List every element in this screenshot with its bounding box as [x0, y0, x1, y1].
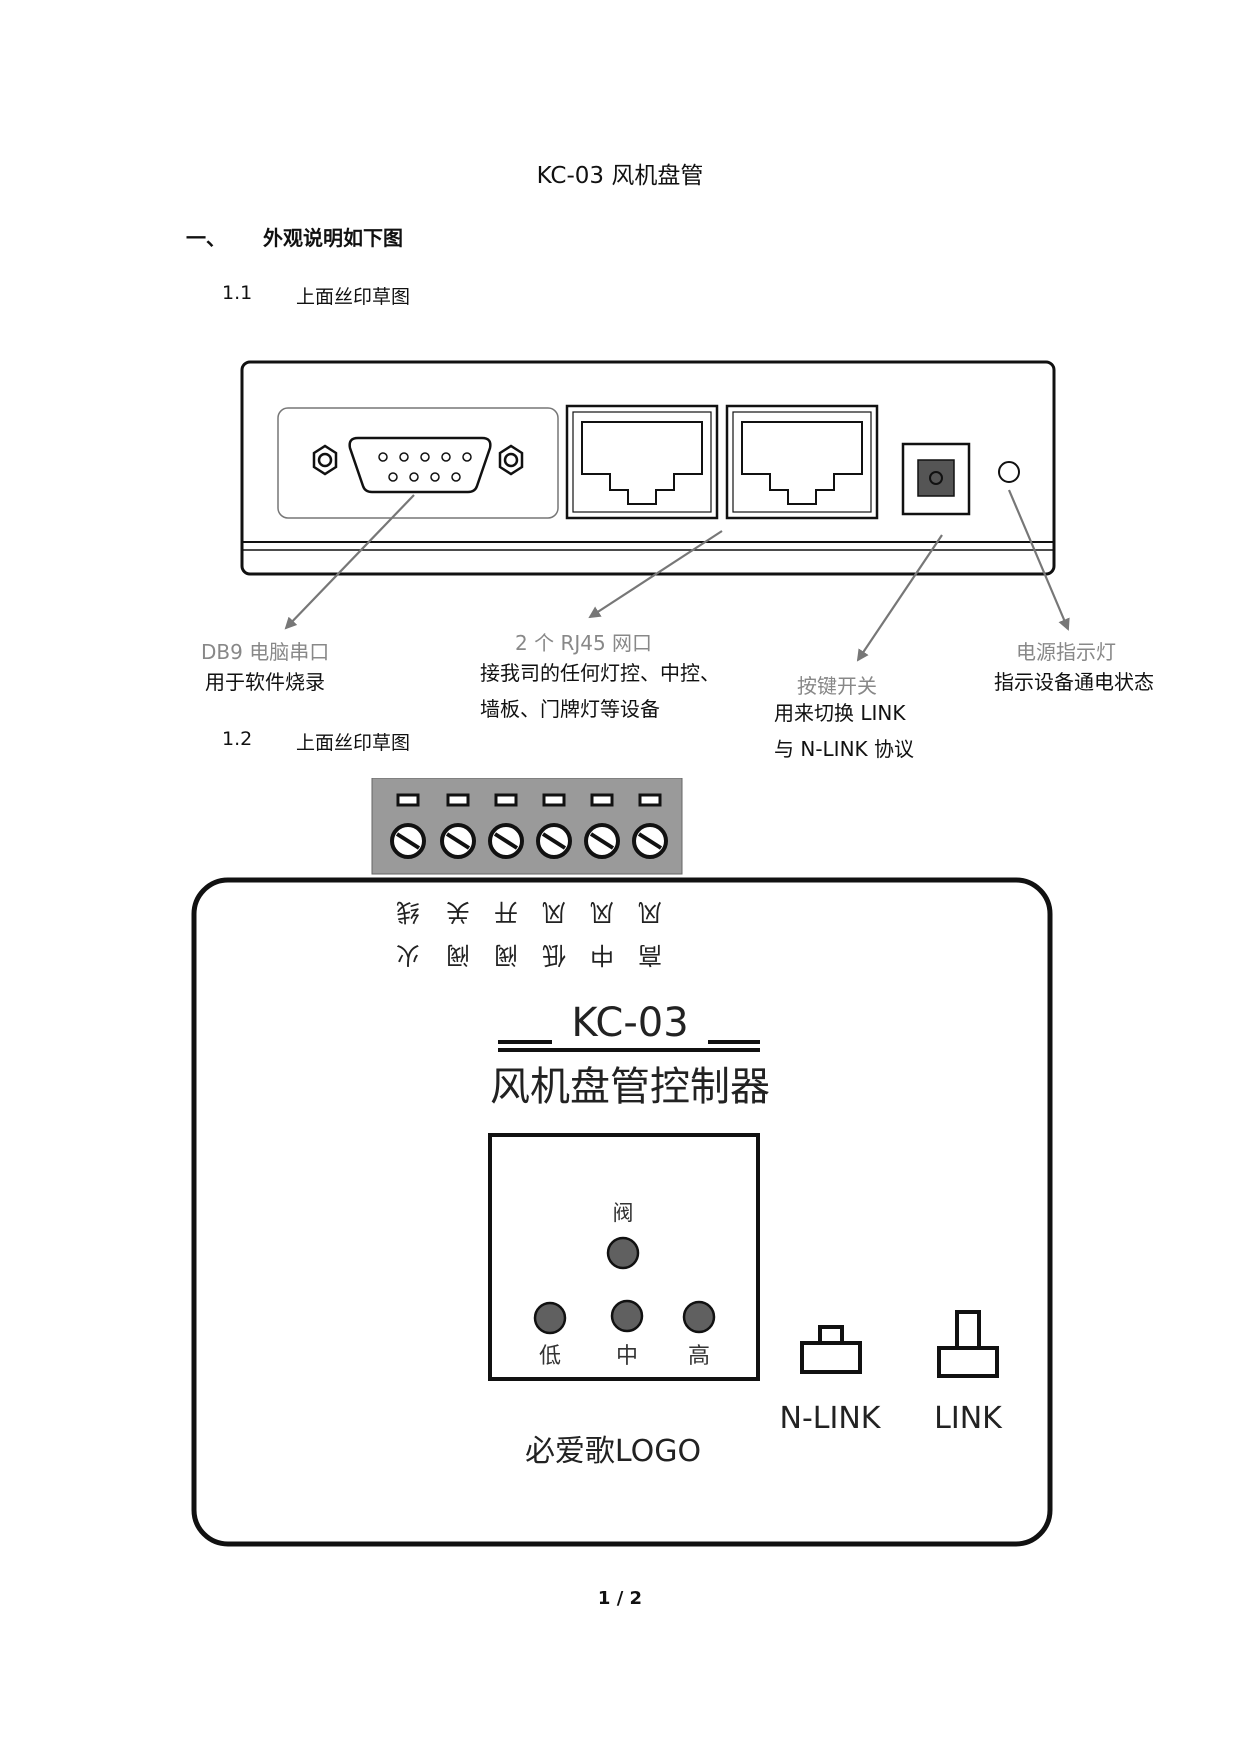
device-front-view	[240, 360, 1070, 662]
terminal-screw-icon	[536, 793, 572, 859]
led-mid-icon	[610, 1299, 644, 1333]
terminal-screw-icon	[440, 793, 476, 859]
button-callout-desc-2: 与 N-LINK 协议	[774, 737, 915, 761]
terminal-label-6-top: 风	[638, 898, 662, 926]
document-title: KC-03 风机盘管	[536, 163, 704, 189]
terminal-block	[371, 778, 683, 875]
rj45-callout-desc-1: 接我司的任何灯控、中控、	[480, 661, 720, 685]
led-high-label: 高	[688, 1344, 710, 1369]
power-led-icon	[998, 461, 1020, 483]
switch-nlink-label: N-LINK	[780, 1401, 882, 1436]
db9-port	[277, 407, 559, 519]
power-callout-title: 电源指示灯	[1016, 640, 1116, 664]
subsection-2-number: 1.2	[222, 728, 253, 750]
screw-right-icon	[498, 444, 524, 476]
led-low-label: 低	[539, 1344, 561, 1369]
terminal-label-4-top: 风	[542, 898, 566, 926]
push-button	[901, 442, 971, 516]
terminal-label-4-bottom: 低	[542, 941, 566, 969]
rj45-port-2	[725, 404, 879, 520]
screw-left-icon	[312, 444, 338, 476]
led-mid-label: 中	[616, 1344, 638, 1369]
terminal-screw-icon	[584, 793, 620, 859]
switch-link-label: LINK	[934, 1401, 1003, 1436]
terminal-label-1-top: 线	[396, 898, 420, 926]
callout-arrows	[284, 489, 1070, 662]
terminal-label-5-bottom: 中	[590, 941, 614, 969]
db9-callout-title: DB9 电脑串口	[201, 640, 330, 664]
terminal-label-1-bottom: 火	[396, 941, 420, 969]
terminal-screws-row	[390, 793, 668, 859]
terminal-screw-icon	[632, 793, 668, 859]
terminal-label-3-bottom: 阀	[494, 941, 518, 969]
button-callout-title: 按键开关	[797, 674, 877, 698]
button-callout-desc-1: 用来切换 LINK	[774, 701, 906, 725]
section-title: 外观说明如下图	[263, 226, 403, 250]
subsection-1-title: 上面丝印草图	[296, 286, 411, 308]
led-indicator-box	[488, 1133, 760, 1381]
product-name-label: 风机盘管控制器	[490, 1064, 770, 1110]
terminal-label-3-top: 开	[494, 898, 518, 926]
rj45-callout-title: 2 个 RJ45 网口	[515, 631, 653, 655]
section-number: 一、	[186, 226, 226, 250]
terminal-screw-icon	[390, 793, 426, 859]
led-low-icon	[533, 1301, 567, 1335]
rj45-callout-desc-2: 墙板、门牌灯等设备	[480, 697, 660, 721]
led-valve-icon	[606, 1236, 640, 1270]
terminal-label-2-bottom: 阀	[446, 941, 470, 969]
switch-nlink-icon	[800, 1325, 862, 1374]
terminal-label-5-top: 风	[590, 898, 614, 926]
power-callout-desc: 指示设备通电状态	[994, 670, 1154, 694]
page-number: 1 / 2	[597, 1588, 643, 1609]
led-high-icon	[682, 1300, 716, 1334]
terminal-label-6-bottom: 高	[638, 941, 662, 969]
logo-text: 必爱歌LOGO	[525, 1434, 701, 1469]
switch-link-icon	[937, 1310, 999, 1378]
subsection-1-number: 1.1	[222, 282, 253, 304]
terminal-screw-icon	[488, 793, 524, 859]
model-label: KC-03	[571, 1000, 688, 1046]
db9-callout-desc: 用于软件烧录	[205, 670, 325, 694]
terminal-label-2-top: 关	[446, 898, 470, 926]
rj45-port-1	[565, 404, 719, 520]
subsection-2-title: 上面丝印草图	[296, 732, 411, 754]
led-valve-label: 阀	[613, 1201, 634, 1225]
